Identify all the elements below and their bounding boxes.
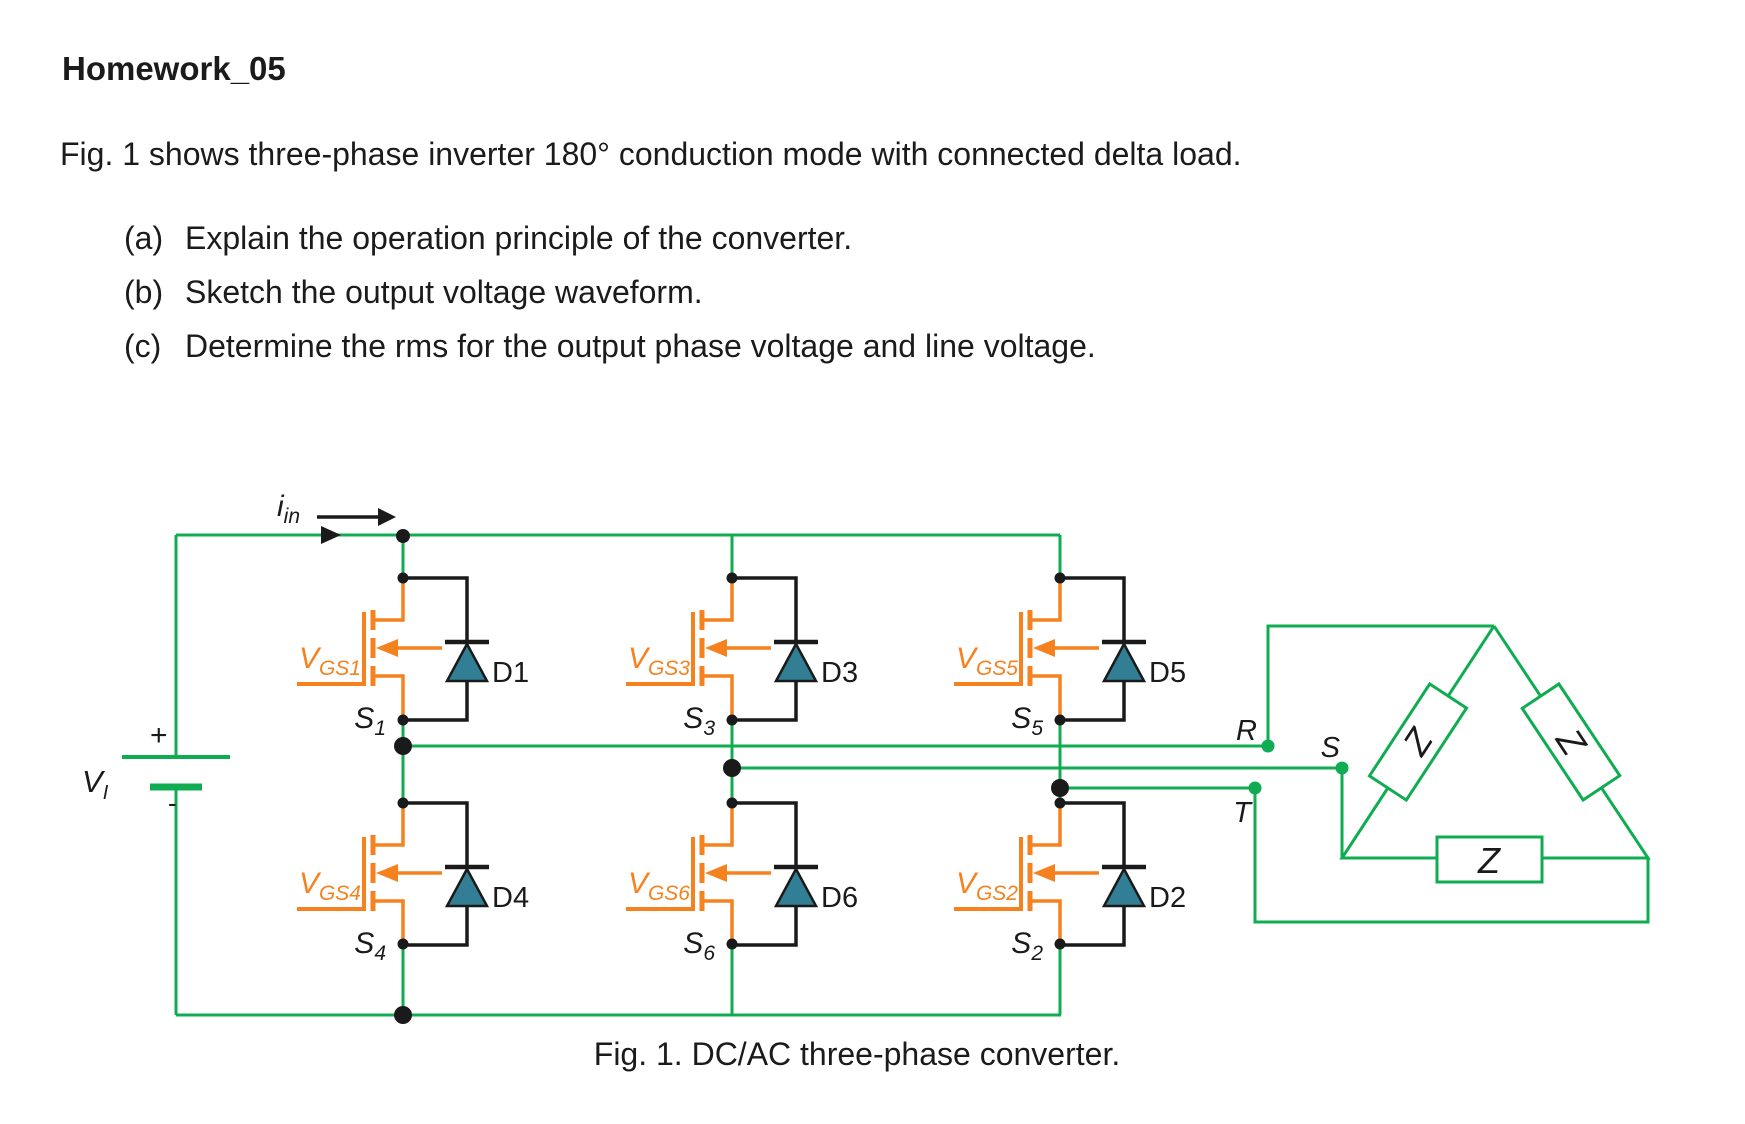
gate-label-vgs2: VGS2	[956, 867, 1018, 905]
gate-label-vgs6: VGS6	[628, 867, 690, 905]
intro-text: Fig. 1 shows three-phase inverter 180° c…	[60, 136, 1242, 172]
diode-label-d1: D1	[492, 657, 529, 689]
delta-triangle	[1339, 625, 1651, 860]
impedance-box-rs: Z	[1367, 681, 1469, 803]
diode-label-d4: D4	[492, 882, 529, 914]
phase-label-t: T	[1233, 797, 1253, 829]
phase-label-r: R	[1236, 715, 1257, 747]
switch-cell-s2	[954, 803, 1146, 945]
question-item-a: (a) Explain the operation principle of t…	[124, 220, 852, 257]
phase-label-s: S	[1321, 732, 1341, 764]
switch-cell-s1	[297, 578, 489, 720]
page-title: Homework_05	[62, 50, 286, 87]
switch-cell-s4	[297, 803, 489, 945]
battery-minus-sign: -	[168, 788, 177, 818]
gate-label-vgs5: VGS5	[956, 642, 1018, 680]
input-current-label: iin	[277, 490, 300, 528]
switch-cell-s6	[626, 803, 818, 945]
input-current-arrow	[317, 508, 396, 544]
switch-label-s2: S2	[1011, 927, 1043, 965]
switch-label-s4: S4	[354, 927, 386, 965]
diode-label-d5: D5	[1149, 657, 1186, 689]
impedance-box-rt: Z	[1435, 835, 1544, 884]
item-text: Sketch the output voltage waveform.	[185, 274, 703, 310]
gate-label-vgs3: VGS3	[628, 642, 690, 680]
switch-label-s5: S5	[1011, 702, 1043, 740]
switch-label-s1: S1	[354, 702, 386, 740]
phase-r-wire	[403, 624, 1494, 748]
impedance-box-st: Z	[1520, 681, 1622, 803]
dc-source-label: VI	[82, 764, 109, 804]
diode-label-d2: D2	[1149, 882, 1186, 914]
phase-terminal-dots	[1248, 739, 1349, 795]
impedance-label: Z	[1477, 840, 1501, 881]
item-label: (a)	[124, 220, 164, 256]
gate-label-vgs1: VGS1	[299, 642, 361, 680]
item-text: Determine the rms for the output phase v…	[185, 328, 1096, 364]
item-label: (b)	[124, 274, 164, 310]
switch-cell-s3	[626, 578, 818, 720]
phase-t-wire	[1060, 786, 1650, 924]
question-item-c: (c) Determine the rms for the output pha…	[124, 328, 1096, 365]
question-item-b: (b) Sketch the output voltage waveform.	[124, 274, 703, 311]
item-label: (c)	[124, 328, 162, 364]
switch-label-s6: S6	[683, 927, 715, 965]
gate-label-vgs4: VGS4	[299, 867, 361, 905]
battery-plus-sign: +	[150, 719, 168, 752]
figure-caption: Fig. 1. DC/AC three-phase converter.	[593, 1036, 1121, 1072]
diode-label-d3: D3	[821, 657, 858, 689]
switch-cell-s5	[954, 578, 1146, 720]
diode-label-d6: D6	[821, 882, 858, 914]
delta-load: Z Z Z	[1367, 681, 1622, 884]
item-text: Explain the operation principle of the c…	[185, 220, 853, 256]
dc-bus-wiring	[122, 533, 1062, 1017]
junction-dots	[394, 529, 1069, 1024]
switch-label-s3: S3	[683, 702, 715, 740]
